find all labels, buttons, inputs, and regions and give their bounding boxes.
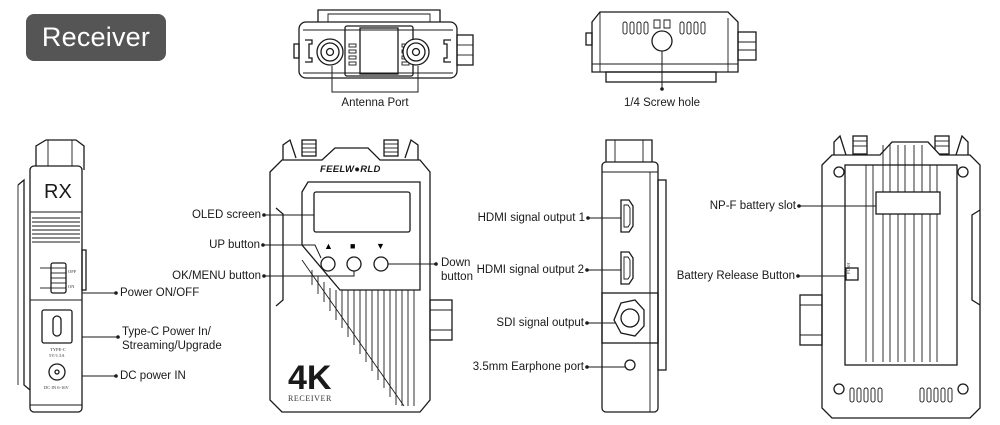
label-antenna-port: Antenna Port [341,97,409,109]
antenna-port-left [316,38,344,66]
label-dc-power: DC power IN [120,370,186,382]
brand-logo: FEELW●RLD [320,164,381,175]
left-side-view: RX OFF ON TYPE-C 5V/1.5A DC IN 6-16V [17,139,120,413]
back-view: PUSH [796,134,981,419]
model-4k: 4K [288,359,332,397]
label-typec-line1: Type-C Power In/ [122,326,211,338]
sdi-port [613,299,645,337]
typec-rating-mark: 5V/1.5A [49,353,65,358]
up-arrow-icon: ▲ [324,241,333,251]
down-arrow-icon: ▼ [376,241,385,251]
battery-release-button[interactable] [845,267,859,281]
receiver-title: Receiver [41,22,151,52]
dc-port [48,363,66,381]
down-button[interactable] [373,256,389,272]
label-power-onoff: Power ON/OFF [120,287,200,299]
typec-mark: TYPE-C [50,347,66,352]
label-ok-menu-button: OK/MENU button [172,270,261,282]
right-side-view [585,139,667,413]
push-mark: PUSH [846,262,851,274]
antenna-connector-back-right [934,135,950,155]
label-battery-release: Battery Release Button [676,270,795,282]
dc-mark: DC IN 6-16V [44,385,69,390]
antenna-port-right [402,38,430,66]
label-down-line2: button [441,271,473,283]
npf-battery-slot [844,164,958,366]
model-receiver: RECEIVER [288,394,332,403]
up-button[interactable] [320,256,336,272]
top-view [293,9,474,93]
label-hdmi-output-1: HDMI signal output 1 [477,212,585,224]
switch-on-mark: ON [68,284,75,289]
heatsink-fins [301,259,415,407]
bottom-view [585,11,757,91]
label-up-button: UP button [209,239,260,251]
ok-square-icon: ■ [350,241,355,251]
label-down-line1: Down [441,257,471,269]
switch-off-mark: OFF [68,269,77,274]
label-npf-battery-slot: NP-F battery slot [709,200,796,212]
rx-engraving: RX [44,181,72,203]
front-view: FEELW●RLD ▲ ■ ▼ 4K RECEIVER [261,138,453,413]
label-hdmi-output-2: HDMI signal output 2 [476,264,584,276]
typec-port [52,315,62,337]
label-screw-hole: 1/4 Screw hole [623,97,701,109]
oled-screen [313,191,411,233]
screw-hole [651,30,673,52]
label-oled-screen: OLED screen [191,209,261,221]
earphone-port [624,359,636,371]
label-earphone-port: 3.5mm Earphone port [472,361,584,373]
antenna-connector-back-left [852,135,868,155]
receiver-title-badge: Receiver [26,14,166,61]
power-switch[interactable] [50,262,67,294]
ok-menu-button[interactable] [346,256,362,272]
label-sdi-output: SDI signal output [496,317,584,329]
label-typec-line2: Streaming/Upgrade [122,340,222,352]
